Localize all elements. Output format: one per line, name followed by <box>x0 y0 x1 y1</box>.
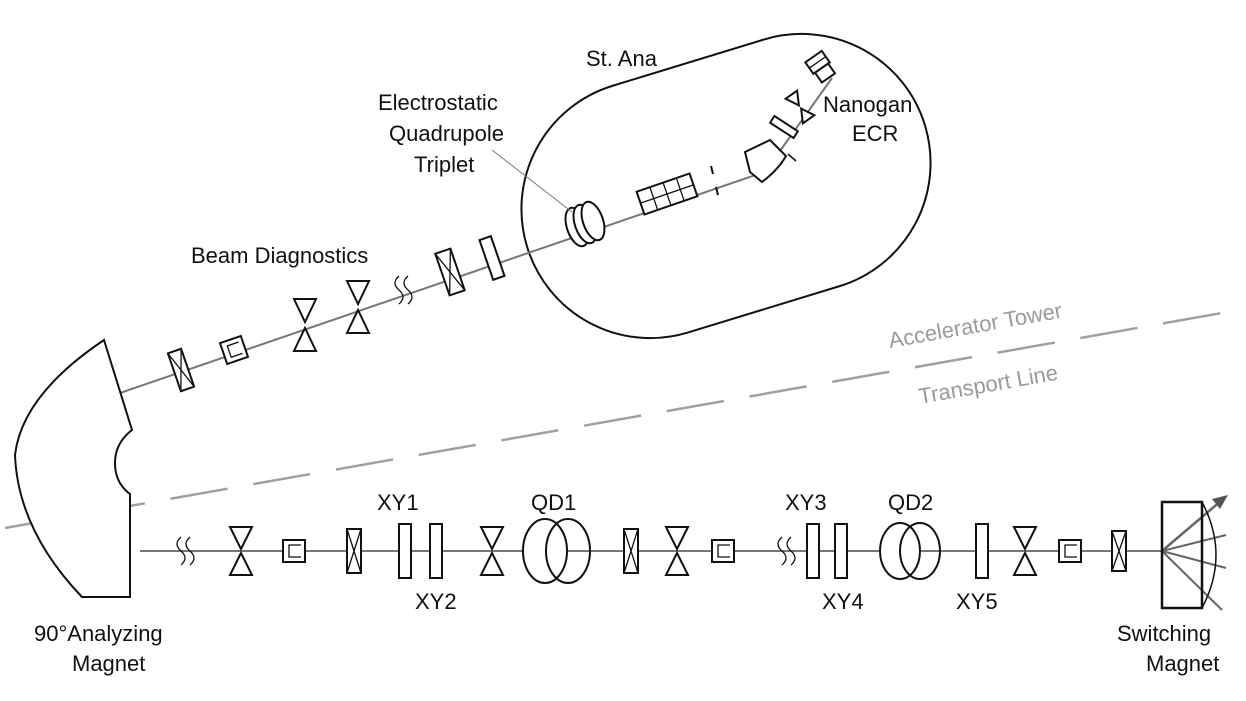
xy4-label: XY4 <box>822 589 864 614</box>
tower-bellows-icon <box>394 275 413 305</box>
qd1-label: QD1 <box>531 490 576 515</box>
tower-slit-2-icon <box>345 280 371 334</box>
xy5-label: XY5 <box>956 589 998 614</box>
xy1-plate-icon <box>398 523 412 579</box>
transport-steerer-1-icon <box>346 528 362 574</box>
xy2-plate-icon <box>429 523 443 579</box>
xy5-plate-icon <box>975 523 989 579</box>
beam-diagnostics-label: Beam Diagnostics <box>191 243 368 268</box>
transport-faraday-cup-2-icon <box>711 539 735 563</box>
switching-output-beams <box>1161 495 1228 611</box>
qd2-label: QD2 <box>888 490 933 515</box>
analyzing-magnet-label-line2: Magnet <box>72 651 145 676</box>
esq-label-line1: Electrostatic <box>378 90 498 115</box>
transport-faraday-cup-3-icon <box>1058 539 1082 563</box>
tower-plate-icon <box>478 234 506 282</box>
tower-steerer-1-icon <box>166 347 196 393</box>
accelerator-tube-icon <box>635 172 699 216</box>
qd1-quadrupole-icon <box>522 518 591 584</box>
tower-slit-1-icon <box>292 298 318 352</box>
esq-label-line2: Quadrupole <box>389 121 504 146</box>
transport-steerer-2-icon <box>623 528 639 574</box>
transport-bellows-2-icon <box>777 536 796 566</box>
esq-label-line3: Triplet <box>414 152 474 177</box>
nanogan-source-icon <box>803 49 837 84</box>
ecr-slit-icon <box>783 88 817 126</box>
transport-slit-2-icon <box>479 526 505 576</box>
st-ana-tank <box>520 32 932 340</box>
switching-magnet-icon <box>1160 500 1217 610</box>
xy4-plate-icon <box>834 523 848 579</box>
switching-magnet-label-line1: Switching <box>1117 621 1211 646</box>
xy1-label: XY1 <box>377 490 419 515</box>
ecr-bending-magnet-icon <box>743 138 797 184</box>
xy3-label: XY3 <box>785 490 827 515</box>
analyzing-magnet-label-line1: 90°Analyzing <box>34 621 163 646</box>
qd2-quadrupole-icon <box>879 522 941 580</box>
esq-triplet-icon <box>564 200 606 248</box>
transport-steerer-3-icon <box>1111 530 1127 572</box>
transport-slit-3-icon <box>664 526 690 576</box>
analyzing-magnet-icon <box>13 338 134 598</box>
nanogan-label: Nanogan <box>823 92 912 117</box>
xy2-label: XY2 <box>415 589 457 614</box>
xy3-plate-icon <box>806 523 820 579</box>
switching-magnet-label-line2: Magnet <box>1146 651 1219 676</box>
st-ana-label: St. Ana <box>586 46 658 71</box>
tower-aperture-icon <box>710 165 719 196</box>
esq-leader-line <box>491 149 573 213</box>
transport-slit-1-icon <box>228 526 254 576</box>
transport-bellows-1-icon <box>176 536 195 566</box>
transport-slit-4-icon <box>1012 526 1038 576</box>
ecr-lens-icon <box>768 114 800 140</box>
tower-steerer-2-icon <box>434 247 466 297</box>
transport-line-label: Transport Line <box>917 360 1060 409</box>
tower-transport-divider <box>4 311 1223 530</box>
transport-faraday-cup-1-icon <box>282 539 306 563</box>
tower-faraday-cup-icon <box>218 334 250 366</box>
ecr-label: ECR <box>852 121 898 146</box>
